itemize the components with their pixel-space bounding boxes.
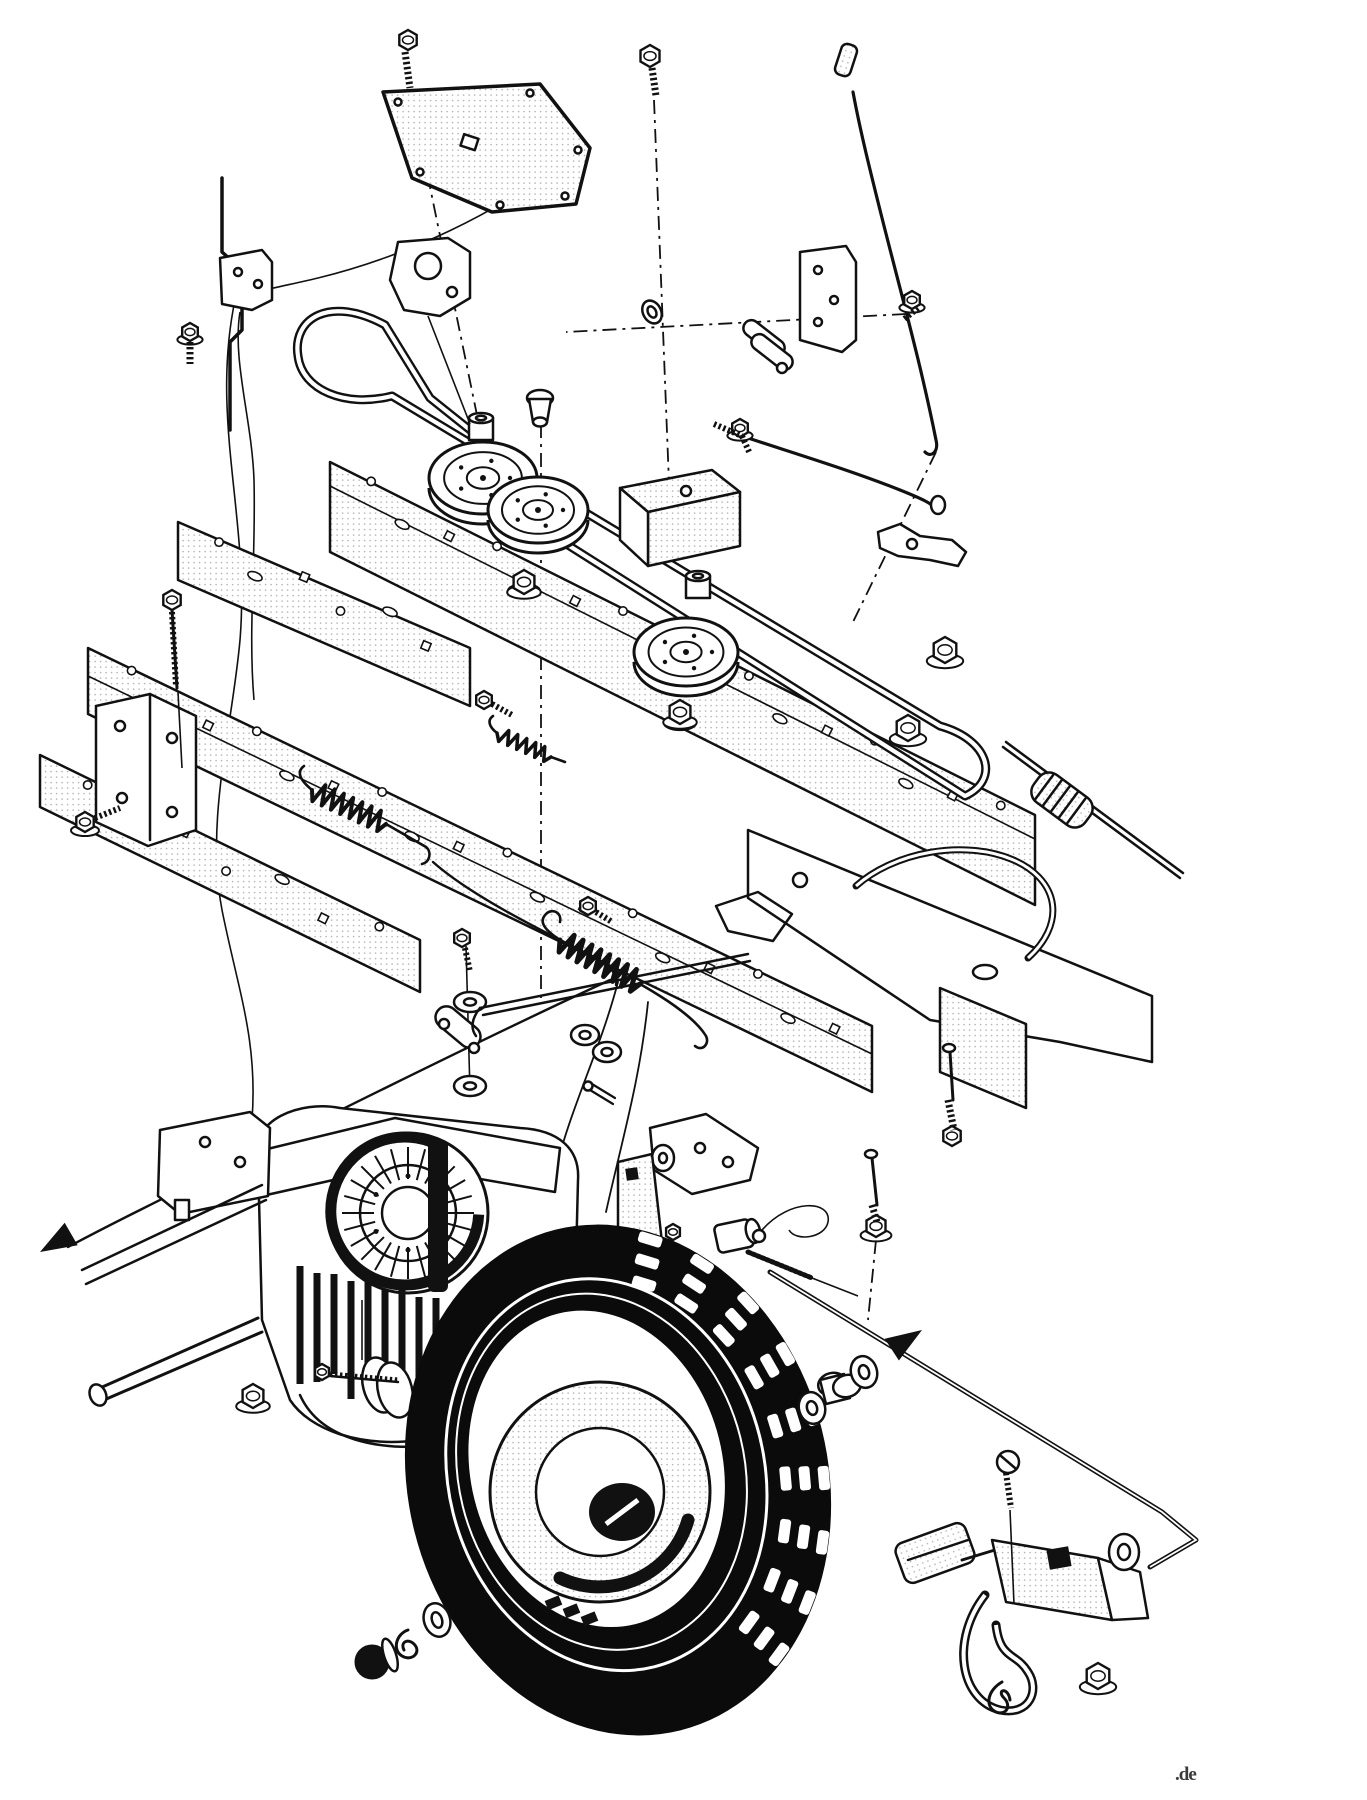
clip-16b (987, 1680, 1012, 1715)
wheel-hub (488, 1380, 712, 1627)
spacer-41b (684, 569, 712, 600)
bushing-47 (525, 388, 555, 428)
tube-2 (833, 42, 859, 78)
left-bracket-cluster (156, 1110, 272, 1222)
bolt-12b (863, 1148, 879, 1207)
direction-arrow (40, 1222, 78, 1252)
screw-14 (995, 1449, 1021, 1605)
rod-52-extension (237, 311, 256, 701)
pulley-40b (632, 616, 740, 698)
rod-4 (851, 90, 939, 456)
link-44 (742, 318, 794, 375)
axle-tube (80, 1183, 268, 1286)
watermark-logo: .de (1175, 1743, 1197, 1791)
grip-10 (1030, 771, 1094, 829)
rear-tire (404, 1224, 832, 1736)
fasteners (70, 28, 1118, 1696)
direction-arrow (884, 1330, 922, 1361)
washer-15 (1107, 1532, 1141, 1572)
knob-30 (713, 1204, 829, 1254)
bracket-49-group (94, 608, 198, 848)
lift-shaft (471, 952, 752, 1038)
bracket-42 (618, 468, 742, 568)
interlock-52-51 (218, 176, 274, 432)
valve-stem (544, 1595, 599, 1627)
pulley-46 (486, 475, 590, 555)
rod-28 (745, 1249, 859, 1297)
input-shaft (428, 1140, 448, 1292)
watermark-suffix: .de (1175, 1764, 1197, 1785)
cross-plate (714, 828, 1154, 1110)
e-ring-23 (394, 1628, 419, 1660)
spacers (467, 388, 712, 600)
stack-37-57-36-35 (434, 945, 488, 1098)
cable-b (605, 1001, 649, 1213)
bracket-31 (648, 1112, 760, 1196)
bracket-51 (218, 248, 274, 312)
lever-7 (876, 522, 968, 568)
frame-end-channel (938, 986, 1028, 1110)
pedal-17 (894, 1521, 1150, 1716)
bracket-5 (798, 244, 858, 354)
direction-arrows (40, 1222, 922, 1361)
top-right-hardware (641, 42, 968, 568)
washers-33 (569, 1023, 623, 1064)
link-38 (431, 860, 618, 987)
center-hardware (389, 740, 1199, 1570)
springs (298, 714, 709, 1050)
rod-29 (767, 1269, 1199, 1570)
trans-pulley-26 (328, 1300, 415, 1419)
pin-32 (582, 1080, 617, 1106)
rod-6 (740, 434, 938, 512)
spring-34a (298, 764, 431, 866)
washers-19-20 (797, 1354, 879, 1426)
rail-main-lower (86, 646, 874, 1094)
top-plate-53 (381, 82, 592, 214)
rail-front (176, 520, 472, 708)
bolt-12a (941, 1042, 957, 1102)
bracket-48 (388, 236, 472, 425)
hub-hardware (354, 1602, 452, 1680)
pedal-assembly (797, 1354, 1150, 1716)
spacer-41a (467, 411, 495, 442)
spring-56 (488, 714, 567, 764)
axle-shaft (88, 1316, 264, 1407)
